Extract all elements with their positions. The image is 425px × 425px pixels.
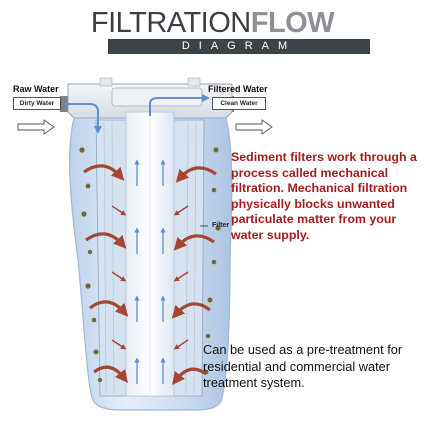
dirty-water-tag: Dirty Water bbox=[13, 97, 61, 110]
title-part-flow: FLOW bbox=[250, 7, 335, 39]
diagram-subtitle: DIAGRAM bbox=[108, 39, 370, 54]
clean-water-tag: Clean Water bbox=[212, 97, 266, 110]
title-part-filtration: FILTRATION bbox=[90, 7, 251, 39]
filtered-water-label: Filtered Water bbox=[208, 84, 268, 94]
filter-label: Filter bbox=[212, 222, 230, 229]
pretreatment-note: Can be used as a pre-treatment for resid… bbox=[203, 342, 403, 390]
diagram-title: FILTRATIONFLOW bbox=[0, 8, 425, 38]
flow-out-arrow bbox=[235, 119, 273, 135]
flow-in-arrow bbox=[17, 119, 55, 135]
description-text: Sediment filters work through a process … bbox=[231, 150, 417, 242]
raw-water-label: Raw Water bbox=[13, 84, 59, 94]
